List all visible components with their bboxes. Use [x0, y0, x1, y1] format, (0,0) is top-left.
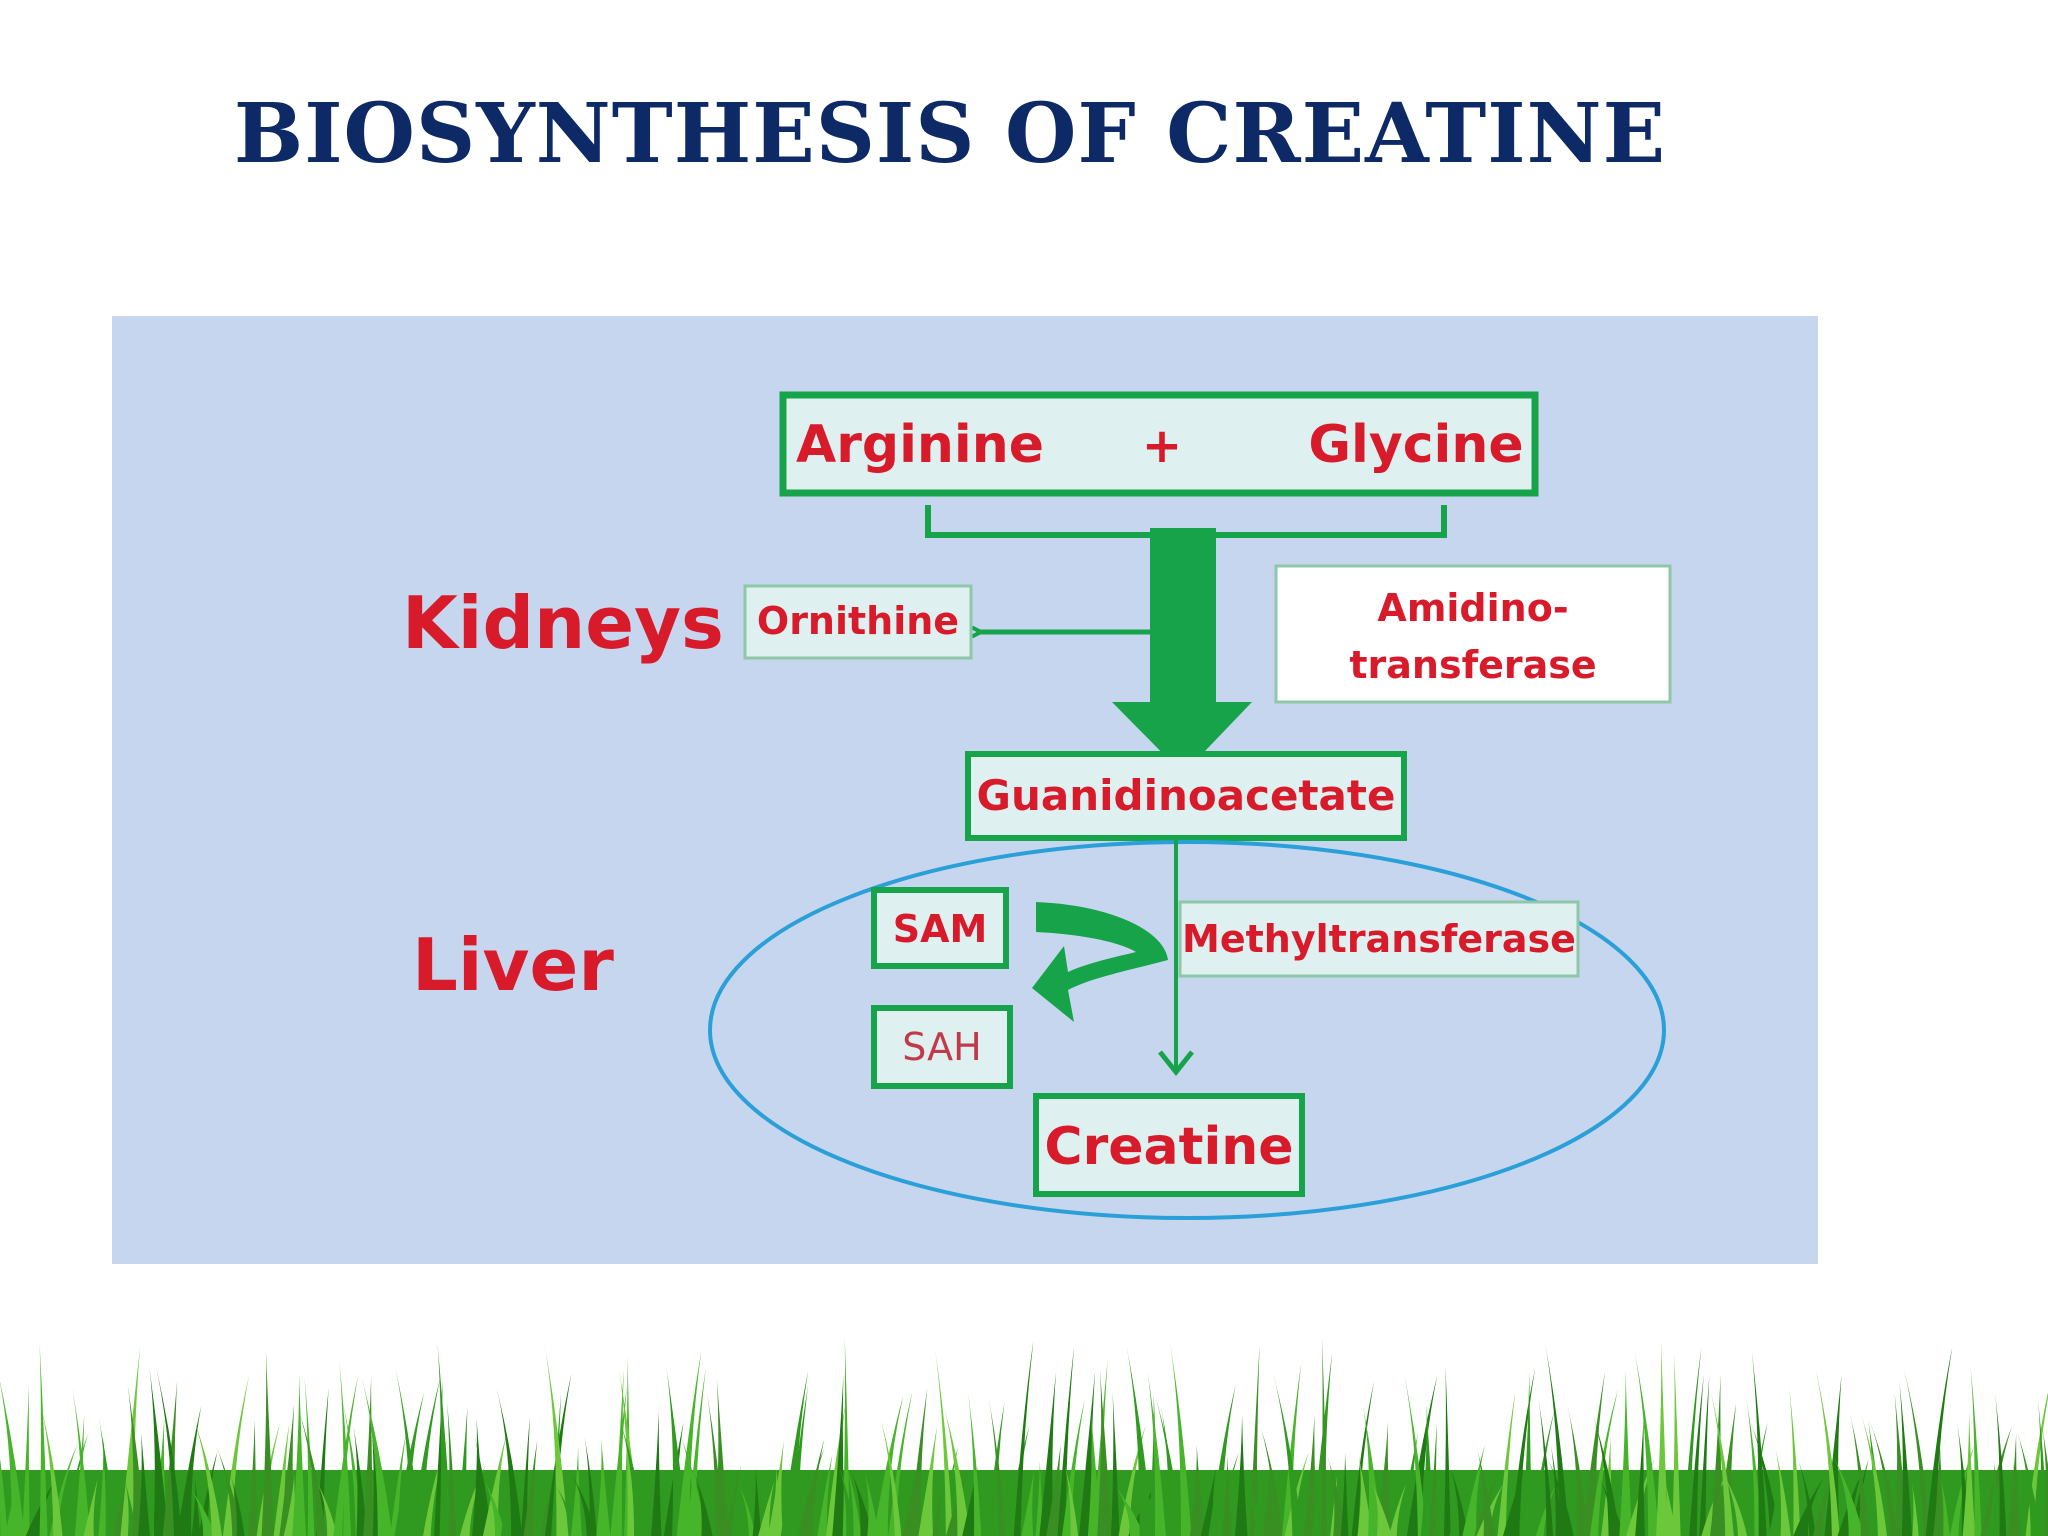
- methyltransferase-label: Methyltransferase: [1182, 917, 1576, 961]
- sah-label: SAH: [902, 1025, 981, 1069]
- ornithine-box: [743, 584, 973, 660]
- amidinotransferase-label-line1: Amidino-: [1377, 586, 1568, 630]
- plus-sign: +: [1142, 418, 1182, 474]
- sam-box: [871, 887, 1009, 969]
- guanidinoacetate-box: [965, 751, 1407, 841]
- page-title: BIOSYNTHESIS OF CREATINE: [233, 86, 1667, 182]
- ornithine-label: Ornithine: [757, 599, 959, 643]
- reactants-box: [779, 391, 1539, 497]
- guanidinoacetate-label: Guanidinoacetate: [977, 771, 1396, 820]
- amidinotransferase-label-line2: transferase: [1349, 643, 1596, 687]
- liver-ellipse: [708, 840, 1666, 1220]
- glycine-label: Glycine: [1308, 415, 1523, 475]
- grass-decoration: [0, 1337, 2048, 1536]
- liver-label: Liver: [412, 923, 614, 1007]
- arginine-label: Arginine: [796, 415, 1044, 475]
- creatine-box: [1033, 1093, 1305, 1197]
- amidinotransferase-box: [1274, 564, 1672, 704]
- methyltransferase-box: [1178, 900, 1580, 978]
- creatine-label: Creatine: [1044, 1117, 1293, 1177]
- kidneys-label: Kidneys: [402, 581, 724, 665]
- main-down-arrow: [1112, 528, 1252, 774]
- methylation-arrowhead: [1158, 1050, 1194, 1077]
- sam-to-sah-curved-arrow: [1032, 902, 1168, 1022]
- sam-label: SAM: [893, 907, 988, 951]
- sah-box: [871, 1005, 1013, 1089]
